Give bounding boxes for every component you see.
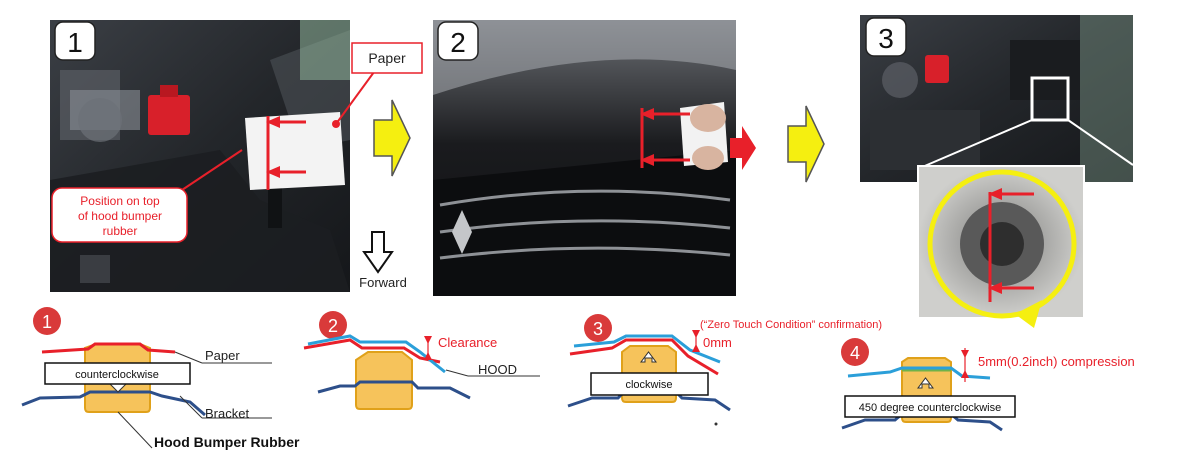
next-arrow-icon xyxy=(787,105,825,183)
diagram-step-badge-1 xyxy=(33,307,61,335)
photo-step-2: 2 xyxy=(433,20,756,296)
diagram-step-badge-2 xyxy=(319,311,347,339)
position-callout-line-2: of hood bumper xyxy=(78,209,162,223)
zero-touch-note: (“Zero Touch Condition” confirmation) xyxy=(700,319,882,331)
diagram-step-badge-3 xyxy=(584,314,612,342)
hood-line xyxy=(307,334,446,374)
photo-step-badge-1 xyxy=(54,21,96,61)
diagram-step-number-1: 1 xyxy=(42,312,52,332)
brand-emblem xyxy=(452,210,472,254)
photo-step-number-1: 1 xyxy=(67,27,83,58)
compression-label: 5mm(0.2inch) compression xyxy=(978,354,1135,369)
position-callout-box xyxy=(51,187,188,243)
diagram-step-4: 4 450 degree counterclockwise 5mm(0.2inc… xyxy=(841,338,1135,432)
rotation-label-3: clockwise xyxy=(625,379,672,391)
battery-red-cover xyxy=(148,95,190,135)
photo-step-badge-2 xyxy=(437,21,479,61)
clearance-label: Clearance xyxy=(438,335,497,350)
rotation-label-1: counterclockwise xyxy=(75,369,159,381)
forward-arrow-icon xyxy=(362,231,394,274)
diagram-step-number-3: 3 xyxy=(593,319,603,339)
bracket-line xyxy=(317,380,471,400)
rotation-box-4 xyxy=(844,395,1016,418)
rotation-box-3 xyxy=(590,372,709,396)
diagram-step-3: 3 clockwise (“Zero Touch Condition” conf… xyxy=(567,314,882,412)
photo-step-number-2: 2 xyxy=(450,27,466,58)
paper-label: Paper xyxy=(205,348,240,363)
paper-line xyxy=(303,338,441,364)
position-callout-line-3: rubber xyxy=(103,224,138,238)
paper-line xyxy=(569,338,719,376)
hood-label: HOOD xyxy=(478,362,517,377)
pull-arrow-icon xyxy=(730,126,756,170)
position-callout-line-1: Position on top xyxy=(80,194,160,208)
photo-step-badge-3 xyxy=(865,17,907,57)
paper-line xyxy=(41,342,176,354)
cap-highlight-box xyxy=(1030,76,1070,122)
paper-callout-leader xyxy=(335,71,375,125)
rotation-label-4: 450 degree counterclockwise xyxy=(859,402,1001,414)
forward-label: Forward xyxy=(359,275,407,290)
gap-label: 0mm xyxy=(703,335,732,350)
bracket-label: Bracket xyxy=(205,406,249,421)
rotation-box-1 xyxy=(44,362,191,385)
diagram-step-badge-4 xyxy=(841,338,869,366)
rubber-label: Hood Bumper Rubber xyxy=(154,434,300,450)
photo-step-3: 3 xyxy=(860,15,1134,328)
rotation-circle xyxy=(927,169,1077,319)
photo-step-1: Paper Position on top of hood bumper rub… xyxy=(50,20,423,292)
diagram-step-number-4: 4 xyxy=(850,343,860,363)
paper-callout-label: Paper xyxy=(368,50,406,66)
next-arrow-icon xyxy=(373,99,411,177)
diagram-step-1: 1 counterclockwise Paper Bracket Hood Bu… xyxy=(21,307,300,450)
diagram-step-number-2: 2 xyxy=(328,316,338,336)
photo-step-number-3: 3 xyxy=(878,23,894,54)
paper-callout-box xyxy=(351,42,423,74)
paper-sheet xyxy=(245,112,345,190)
diagram-step-2: 2 Clearance HOOD xyxy=(303,311,540,410)
